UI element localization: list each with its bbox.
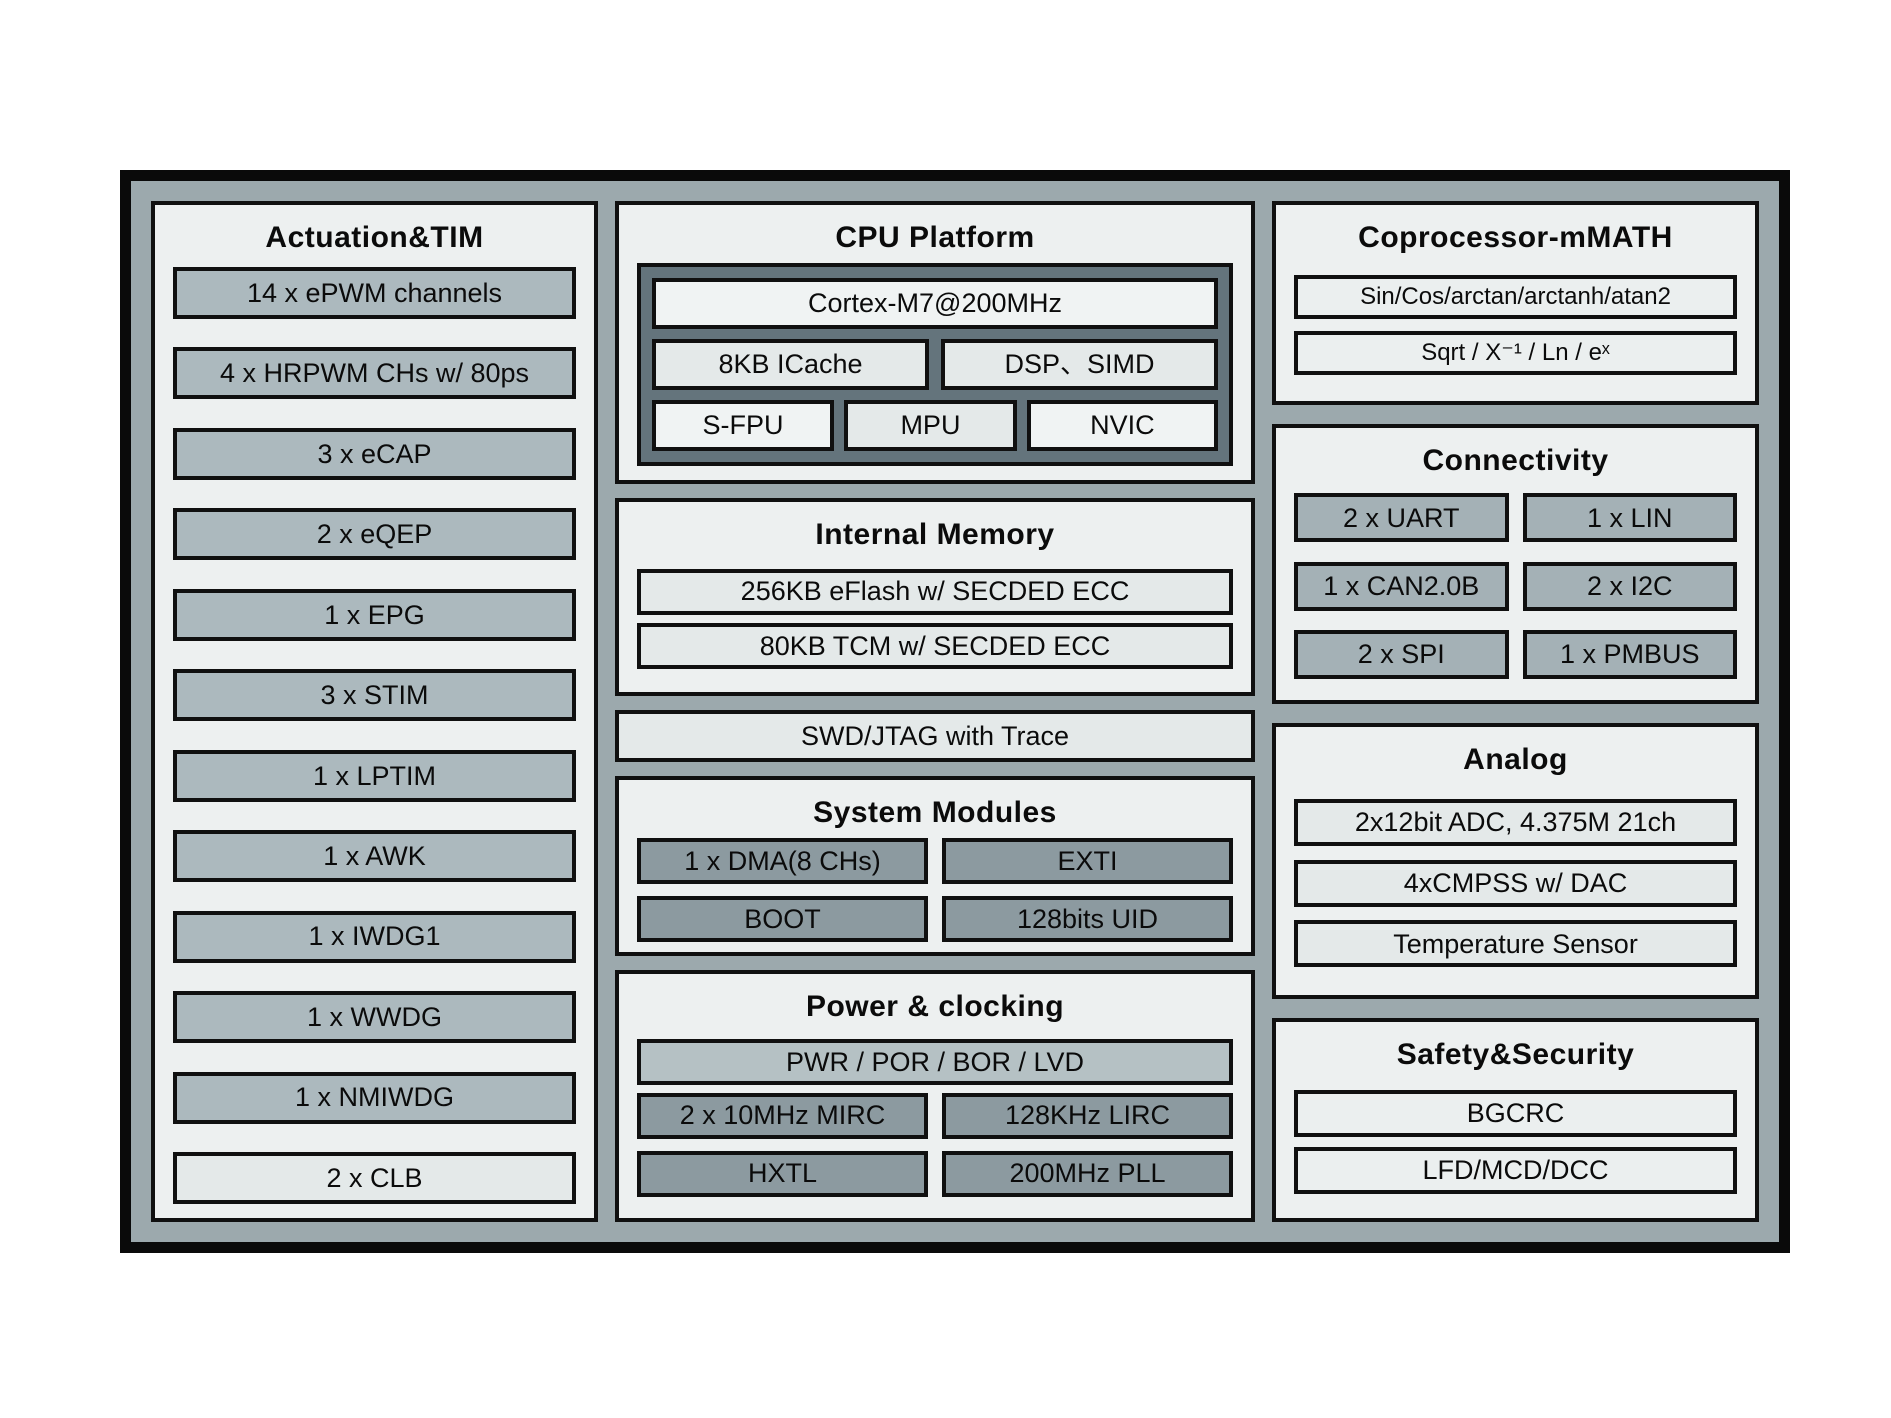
item-stim: 3 x STIM: [173, 669, 576, 722]
item-tcm: 80KB TCM w/ SECDED ECC: [637, 623, 1233, 670]
item-eqep: 2 x eQEP: [173, 508, 576, 561]
item-exti: EXTI: [942, 838, 1233, 884]
system-modules-grid: 1 x DMA(8 CHs) EXTI BOOT 128bits UID: [637, 838, 1233, 942]
coprocessor-title: Coprocessor-mMATH: [1358, 221, 1673, 254]
safety-rows: BGCRC LFD/MCD/DCC: [1294, 1080, 1737, 1204]
item-mirc: 2 x 10MHz MIRC: [637, 1092, 928, 1139]
item-uid: 128bits UID: [942, 896, 1233, 942]
item-boot: BOOT: [637, 896, 928, 942]
actuation-tim-title: Actuation&TIM: [265, 221, 484, 254]
connectivity-grid: 2 x UART 1 x LIN 1 x CAN2.0B 2 x I2C 2 x…: [1294, 486, 1737, 686]
panel-safety-security: Safety&Security BGCRC LFD/MCD/DCC: [1272, 1018, 1759, 1222]
safety-security-title: Safety&Security: [1396, 1038, 1635, 1071]
column-peripherals: Coprocessor-mMATH Sin/Cos/arctan/arctanh…: [1272, 201, 1759, 1222]
panel-cpu-platform: CPU Platform Cortex-M7@200MHz 8KB ICache…: [615, 201, 1255, 484]
item-sqrt-ln-exp: Sqrt / X⁻¹ / Ln / eˣ: [1294, 331, 1737, 375]
item-bgcrc: BGCRC: [1294, 1090, 1737, 1137]
cpu-platform-title: CPU Platform: [835, 221, 1035, 254]
item-adc: 2x12bit ADC, 4.375M 21ch: [1294, 798, 1737, 846]
panel-coprocessor-mmath: Coprocessor-mMATH Sin/Cos/arctan/arctanh…: [1272, 201, 1759, 405]
panel-internal-memory: Internal Memory 256KB eFlash w/ SECDED E…: [615, 498, 1255, 696]
item-hrpwm: 4 x HRPWM CHs w/ 80ps: [173, 347, 576, 400]
item-epg: 1 x EPG: [173, 588, 576, 641]
cpu-row-core: Cortex-M7@200MHz: [652, 278, 1218, 329]
item-cortex-m7: Cortex-M7@200MHz: [652, 278, 1218, 329]
item-nmiwdg: 1 x NMIWDG: [173, 1071, 576, 1124]
internal-memory-title: Internal Memory: [815, 518, 1055, 551]
item-lirc: 128KHz LIRC: [942, 1092, 1233, 1139]
item-swd-jtag-trace: SWD/JTAG with Trace: [615, 710, 1255, 762]
panel-system-modules: System Modules 1 x DMA(8 CHs) EXTI BOOT …: [615, 776, 1255, 956]
coprocessor-rows: Sin/Cos/arctan/arctanh/atan2 Sqrt / X⁻¹ …: [1294, 263, 1737, 387]
power-clocking-rows: PWR / POR / BOR / LVD 2 x 10MHz MIRC 128…: [637, 1032, 1233, 1204]
item-dma: 1 x DMA(8 CHs): [637, 838, 928, 884]
item-dsp-simd: DSP、SIMD: [941, 339, 1218, 390]
item-i2c: 2 x I2C: [1522, 561, 1737, 611]
panel-power-clocking: Power & clocking PWR / POR / BOR / LVD 2…: [615, 970, 1255, 1222]
item-pll: 200MHz PLL: [942, 1150, 1233, 1197]
item-iwdg1: 1 x IWDG1: [173, 910, 576, 963]
item-nvic: NVIC: [1026, 400, 1218, 451]
item-pwr-por-bor-lvd: PWR / POR / BOR / LVD: [637, 1039, 1233, 1086]
power-clocking-grid: 2 x 10MHz MIRC 128KHz LIRC HXTL 200MHz P…: [637, 1092, 1233, 1197]
item-cmpss-dac: 4xCMPSS w/ DAC: [1294, 859, 1737, 907]
cpu-row-fpu-mpu-nvic: S-FPU MPU NVIC: [652, 400, 1218, 451]
item-trig-functions: Sin/Cos/arctan/arctanh/atan2: [1294, 275, 1737, 319]
item-temperature-sensor: Temperature Sensor: [1294, 920, 1737, 968]
item-lptim: 1 x LPTIM: [173, 749, 576, 802]
actuation-item-list: 14 x ePWM channels 4 x HRPWM CHs w/ 80ps…: [173, 267, 576, 1204]
item-spi: 2 x SPI: [1294, 629, 1509, 679]
item-wwdg: 1 x WWDG: [173, 991, 576, 1044]
connectivity-title: Connectivity: [1422, 444, 1609, 477]
analog-rows: 2x12bit ADC, 4.375M 21ch 4xCMPSS w/ DAC …: [1294, 785, 1737, 981]
cpu-core-container: Cortex-M7@200MHz 8KB ICache DSP、SIMD S-F…: [637, 263, 1233, 466]
item-epwm-channels: 14 x ePWM channels: [173, 267, 576, 319]
item-can: 1 x CAN2.0B: [1294, 561, 1509, 611]
panel-actuation-tim: Actuation&TIM 14 x ePWM channels 4 x HRP…: [151, 201, 598, 1222]
internal-memory-rows: 256KB eFlash w/ SECDED ECC 80KB TCM w/ S…: [637, 560, 1233, 678]
item-hxtl: HXTL: [637, 1150, 928, 1197]
item-pmbus: 1 x PMBUS: [1522, 629, 1737, 679]
item-icache: 8KB ICache: [652, 339, 929, 390]
system-modules-title: System Modules: [813, 796, 1057, 829]
panel-connectivity: Connectivity 2 x UART 1 x LIN 1 x CAN2.0…: [1272, 424, 1759, 704]
item-mpu: MPU: [844, 400, 1017, 451]
item-ecap: 3 x eCAP: [173, 427, 576, 480]
power-clocking-title: Power & clocking: [805, 990, 1065, 1023]
item-lin: 1 x LIN: [1522, 493, 1737, 543]
item-eflash: 256KB eFlash w/ SECDED ECC: [637, 568, 1233, 615]
column-cpu-core: CPU Platform Cortex-M7@200MHz 8KB ICache…: [615, 201, 1255, 1222]
item-uart: 2 x UART: [1294, 493, 1509, 543]
chip-outer-frame: Actuation&TIM 14 x ePWM channels 4 x HRP…: [120, 170, 1790, 1253]
cpu-row-cache-dsp: 8KB ICache DSP、SIMD: [652, 339, 1218, 390]
analog-title: Analog: [1463, 743, 1568, 776]
panel-analog: Analog 2x12bit ADC, 4.375M 21ch 4xCMPSS …: [1272, 723, 1759, 999]
item-sfpu: S-FPU: [652, 400, 834, 451]
column-actuation: Actuation&TIM 14 x ePWM channels 4 x HRP…: [151, 201, 598, 1222]
item-clb: 2 x CLB: [173, 1151, 576, 1204]
item-lfd-mcd-dcc: LFD/MCD/DCC: [1294, 1147, 1737, 1194]
item-awk: 1 x AWK: [173, 830, 576, 883]
